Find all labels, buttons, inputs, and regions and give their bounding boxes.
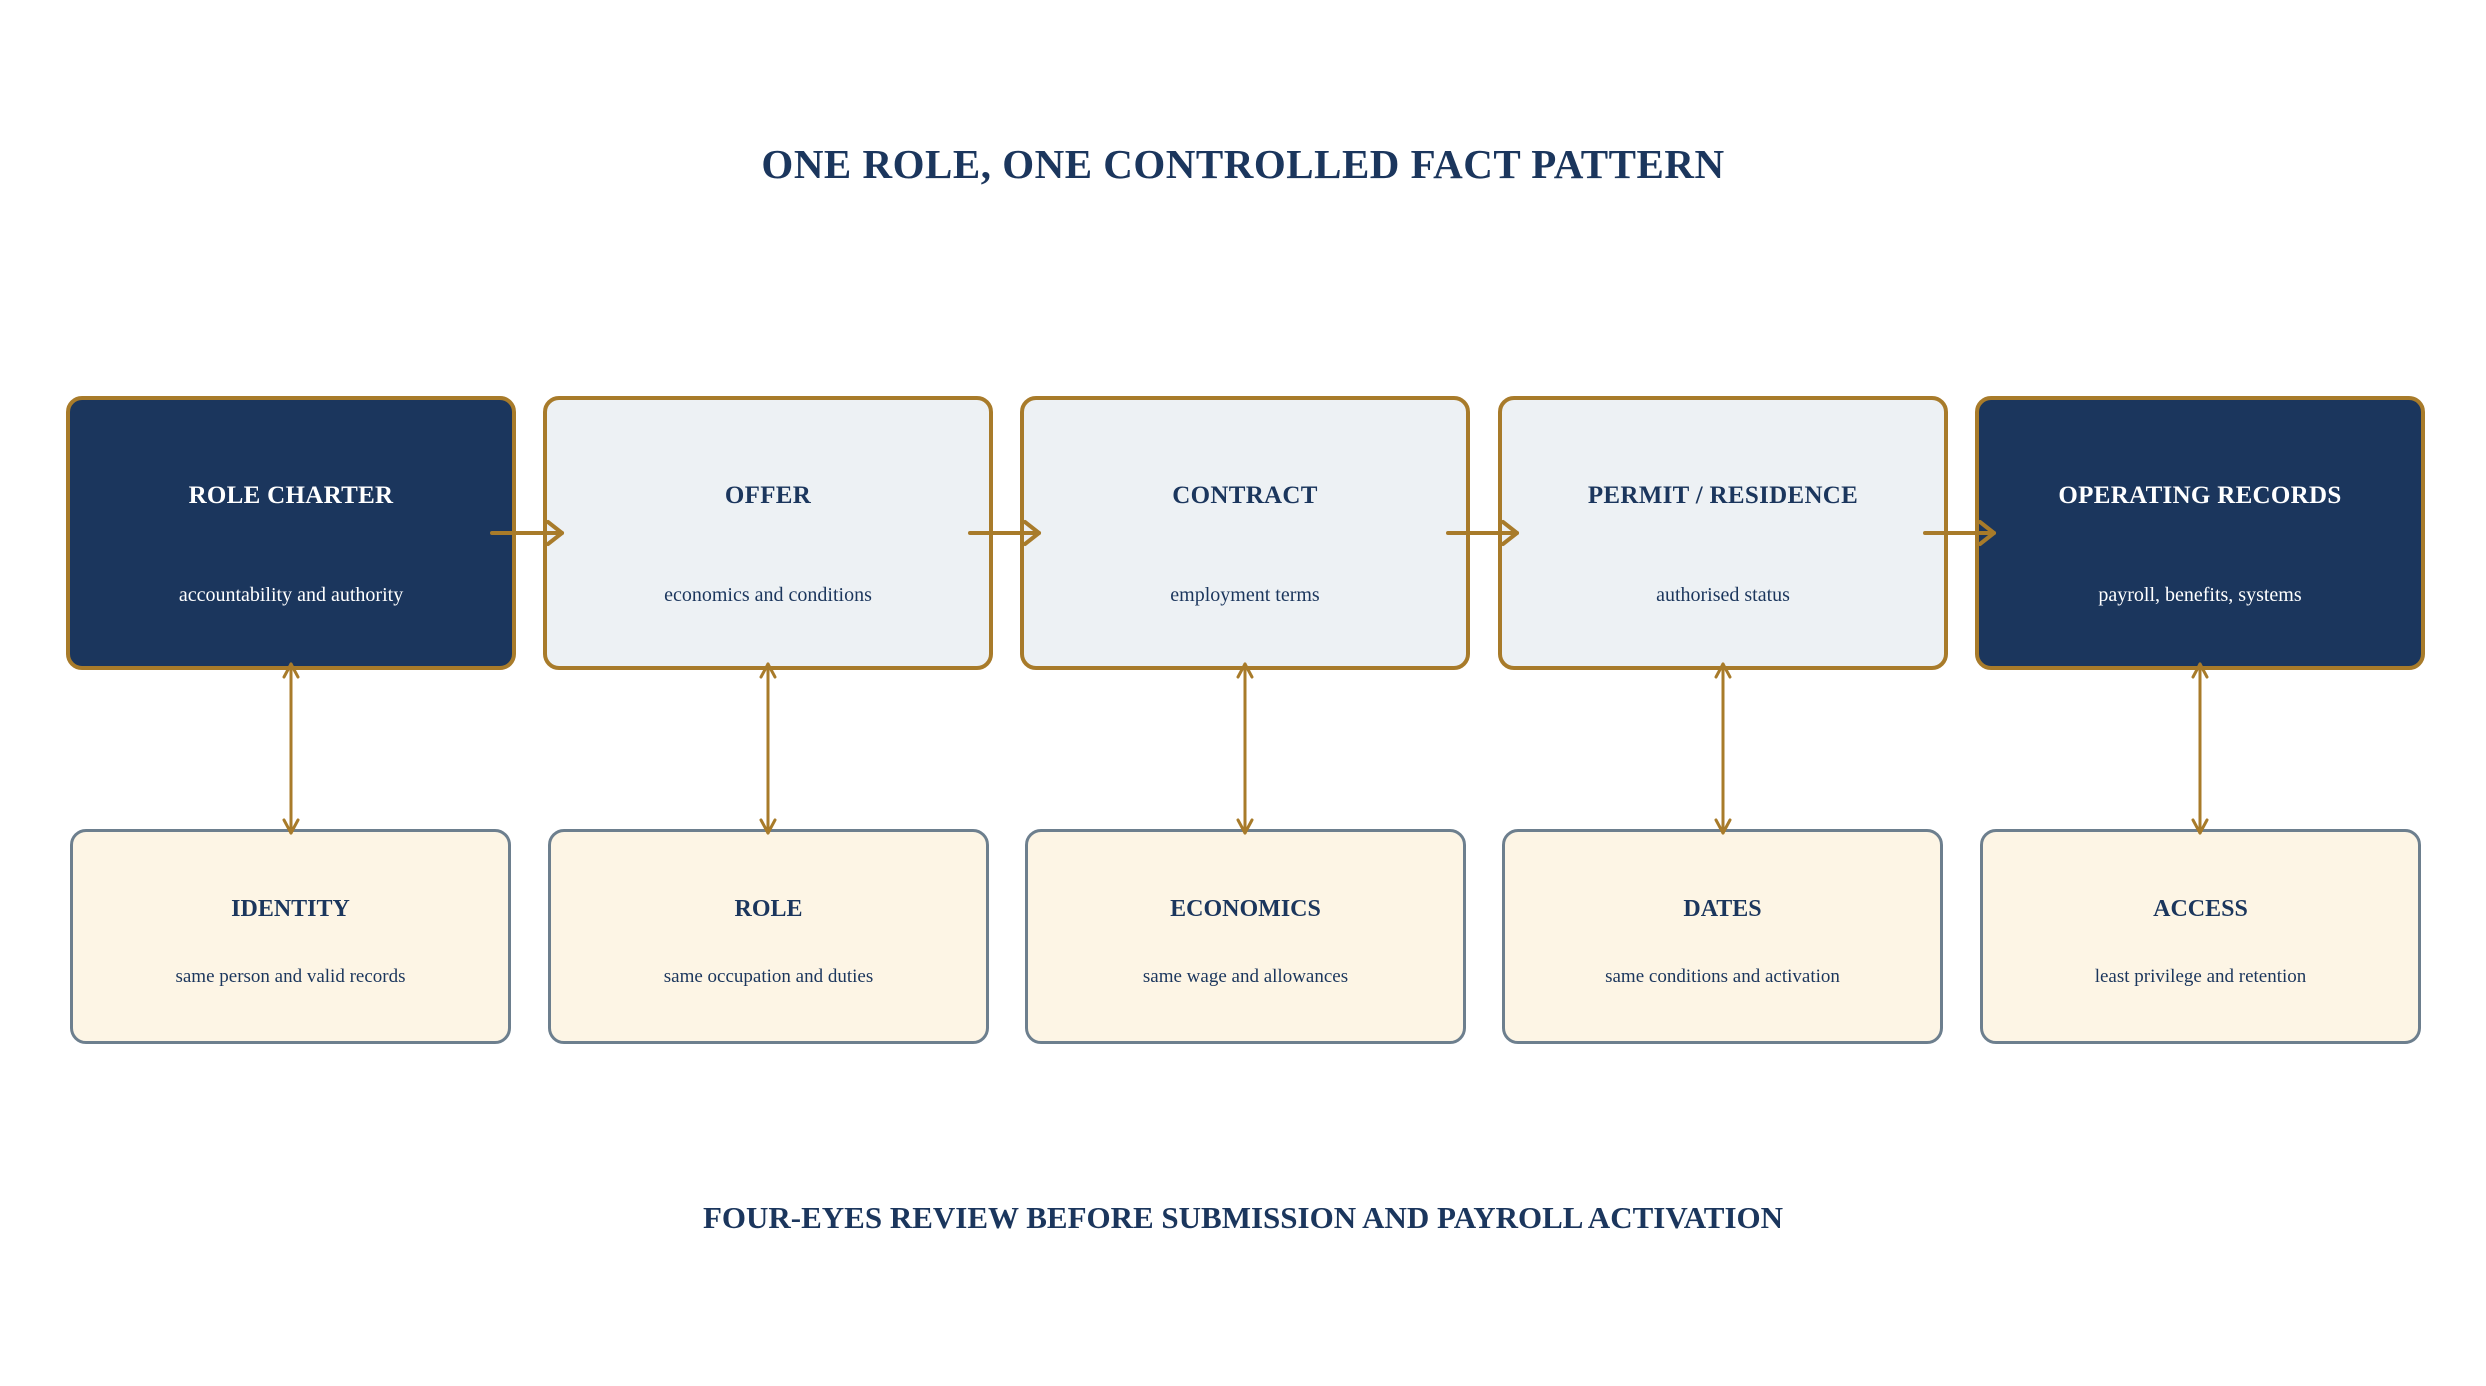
stage-description: authorised status [1656, 584, 1790, 606]
link-arrow [282, 662, 300, 835]
stage-label: OPERATING RECORDS [2058, 482, 2342, 509]
check-access: ACCESS least privilege and retention [1980, 829, 2421, 1044]
stage-label: ROLE CHARTER [188, 482, 394, 509]
check-description: least privilege and retention [2094, 966, 2307, 987]
stage-permit-residence: PERMIT / RESIDENCE authorised status [1498, 396, 1948, 670]
check-role: ROLE same occupation and duties [548, 829, 989, 1044]
link-arrow [1714, 662, 1732, 835]
check-label: ECONOMICS [1170, 896, 1321, 922]
check-label: IDENTITY [231, 896, 350, 922]
stage-description: employment terms [1170, 584, 1320, 606]
link-arrow [759, 662, 777, 835]
stage-description: economics and conditions [664, 584, 872, 606]
diagram-footer: FOUR-EYES REVIEW BEFORE SUBMISSION AND P… [702, 1200, 1784, 1235]
stage-offer: OFFER economics and conditions [543, 396, 993, 670]
stage-operating-records: OPERATING RECORDS payroll, benefits, sys… [1975, 396, 2425, 670]
check-label: DATES [1683, 896, 1762, 922]
check-description: same conditions and activation [1605, 966, 1840, 987]
stage-contract: CONTRACT employment terms [1020, 396, 1470, 670]
link-arrow [2191, 662, 2209, 835]
check-description: same person and valid records [175, 966, 406, 987]
diagram-title: ONE ROLE, ONE CONTROLLED FACT PATTERN [761, 141, 1725, 187]
stage-description: accountability and authority [178, 584, 404, 606]
check-label: ROLE [734, 896, 803, 922]
check-dates: DATES same conditions and activation [1502, 829, 1943, 1044]
stage-description: payroll, benefits, systems [2098, 584, 2302, 606]
check-description: same occupation and duties [663, 966, 874, 987]
stage-label: CONTRACT [1172, 482, 1318, 509]
check-economics: ECONOMICS same wage and allowances [1025, 829, 1466, 1044]
stage-label: PERMIT / RESIDENCE [1587, 482, 1859, 509]
check-label: ACCESS [2153, 896, 2248, 922]
stage-label: OFFER [724, 482, 812, 509]
check-identity: IDENTITY same person and valid records [70, 829, 511, 1044]
stage-role-charter: ROLE CHARTER accountability and authorit… [66, 396, 516, 670]
check-description: same wage and allowances [1142, 966, 1349, 987]
link-arrow [1236, 662, 1254, 835]
